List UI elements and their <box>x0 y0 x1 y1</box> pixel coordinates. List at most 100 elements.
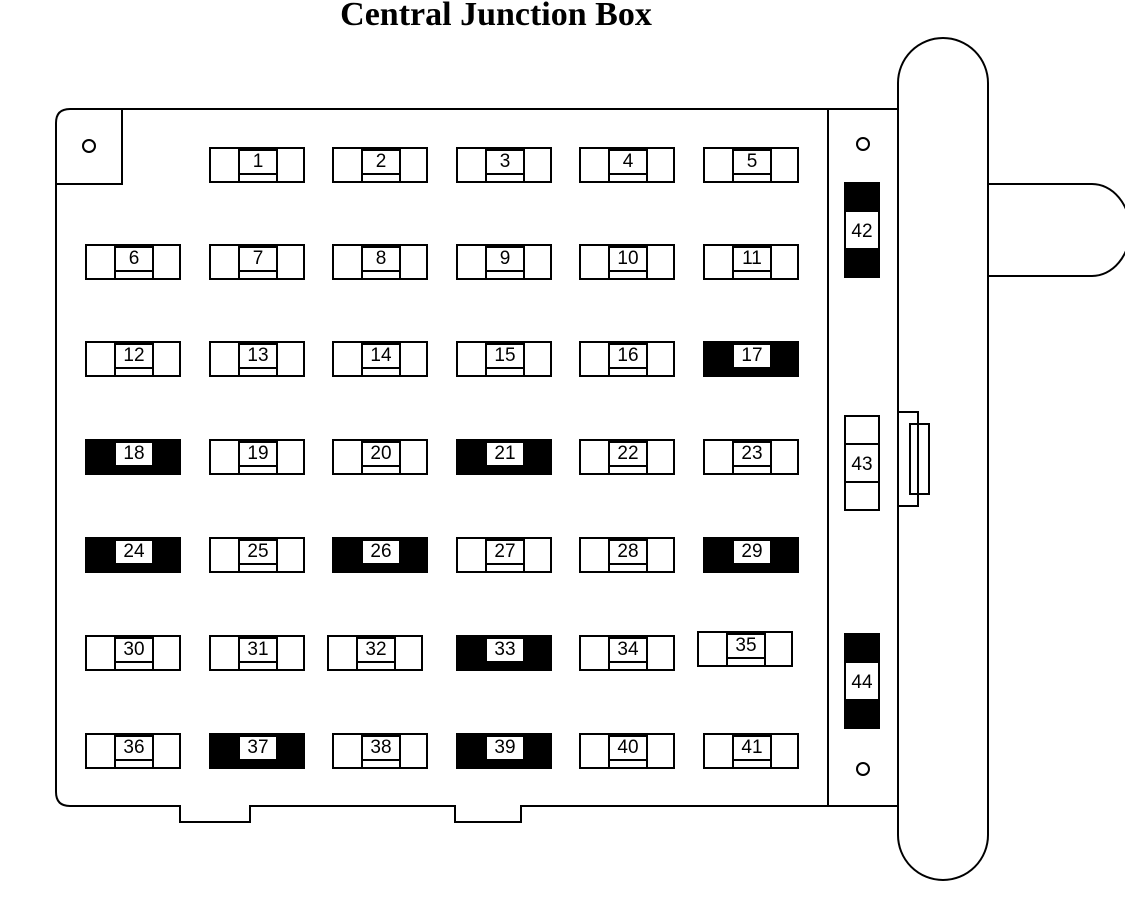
fuse-end-top <box>844 633 880 663</box>
connector-arm <box>988 183 1125 277</box>
fuse-24: 24 <box>85 537 181 573</box>
fuse-3: 3 <box>456 147 552 183</box>
fuse-number: 39 <box>494 737 515 758</box>
connector-clip-outer <box>897 411 919 507</box>
fuse-8: 8 <box>332 244 428 280</box>
fuse-26: 26 <box>332 537 428 573</box>
fuse-label-window <box>238 149 278 175</box>
fuse-14: 14 <box>332 341 428 377</box>
fuse-number: 5 <box>747 151 758 172</box>
fuse-31: 31 <box>209 635 305 671</box>
fuse-number: 27 <box>494 541 515 562</box>
fuse-label-window <box>114 246 154 272</box>
fuse-body <box>209 341 305 377</box>
fuse-35: 35 <box>697 631 793 667</box>
fuse-30: 30 <box>85 635 181 671</box>
fuse-43: 43 <box>844 415 880 511</box>
fuse-23: 23 <box>703 439 799 475</box>
fuse-number: 38 <box>370 737 391 758</box>
fuse-number: 23 <box>741 443 762 464</box>
fuse-label-window <box>485 539 525 565</box>
fuse-label-window <box>238 441 278 467</box>
fuse-label-window <box>608 441 648 467</box>
fuse-29: 29 <box>703 537 799 573</box>
fuse-22: 22 <box>579 439 675 475</box>
fuse-label-window <box>238 539 278 565</box>
fuse-27: 27 <box>456 537 552 573</box>
fuse-label-window <box>485 637 525 663</box>
fuse-label-window <box>485 441 525 467</box>
fuse-number: 4 <box>623 151 634 172</box>
fuse-41: 41 <box>703 733 799 769</box>
fuse-number: 6 <box>129 248 140 269</box>
fuse-label-window <box>608 735 648 761</box>
fuse-number: 16 <box>617 345 638 366</box>
fuse-number: 22 <box>617 443 638 464</box>
fuse-34: 34 <box>579 635 675 671</box>
side-fuse-layer: 42 43 44 <box>844 182 880 729</box>
fuse-number: 35 <box>735 635 756 656</box>
fuse-number: 33 <box>494 639 515 660</box>
fuse-number: 2 <box>376 151 387 172</box>
fuse-39: 39 <box>456 733 552 769</box>
fuse-label-window <box>732 246 772 272</box>
fuse-number: 11 <box>742 248 762 269</box>
fuse-28: 28 <box>579 537 675 573</box>
fuse-number: 15 <box>494 345 515 366</box>
fuse-number: 9 <box>500 248 511 269</box>
fuse-37: 37 <box>209 733 305 769</box>
fuse-label-window <box>732 539 772 565</box>
mounting-hole-top-left <box>82 139 96 153</box>
fuse-number: 32 <box>365 639 386 660</box>
fuse-number: 8 <box>376 248 387 269</box>
fuse-number: 44 <box>851 672 873 693</box>
fuse-label-window <box>361 246 401 272</box>
fuse-label-window <box>485 149 525 175</box>
fuse-33: 33 <box>456 635 552 671</box>
fuse-number: 20 <box>370 443 391 464</box>
fuse-label-window <box>114 735 154 761</box>
fuse-44: 44 <box>844 633 880 729</box>
fuse-2: 2 <box>332 147 428 183</box>
fuse-number: 28 <box>617 541 638 562</box>
fuse-40: 40 <box>579 733 675 769</box>
fuse-11: 11 <box>703 244 799 280</box>
fuse-number: 18 <box>123 443 144 464</box>
fuse-label-window <box>732 441 772 467</box>
fuse-17: 17 <box>703 341 799 377</box>
fuse-number: 19 <box>247 443 268 464</box>
fuse-label-window <box>608 149 648 175</box>
fuse-number: 37 <box>247 737 268 758</box>
fuse-label-window <box>238 343 278 369</box>
connector-clip-inner <box>909 423 930 495</box>
fuse-label-window <box>732 735 772 761</box>
fuse-label-window <box>485 735 525 761</box>
mounting-hole-top-right <box>856 137 870 151</box>
fuse-number: 43 <box>851 454 872 475</box>
fuse-label-window <box>114 539 154 565</box>
fuse-21: 21 <box>456 439 552 475</box>
fuse-42: 42 <box>844 182 880 278</box>
fuse-label-window <box>726 633 766 659</box>
fuse-label-window <box>608 246 648 272</box>
fuse-label-window <box>608 637 648 663</box>
fuse-label-window <box>114 343 154 369</box>
fuse-15: 15 <box>456 341 552 377</box>
fuse-end-top <box>844 182 880 212</box>
fuse-number: 26 <box>370 541 391 562</box>
mounting-hole-bottom-right <box>856 762 870 776</box>
fuse-9: 9 <box>456 244 552 280</box>
fuse-number: 36 <box>123 737 144 758</box>
fuse-label-window <box>361 539 401 565</box>
fuse-25: 25 <box>209 537 305 573</box>
fuse-7: 7 <box>209 244 305 280</box>
fuse-number: 12 <box>123 345 144 366</box>
fuse-end-top <box>844 415 880 445</box>
fuse-4: 4 <box>579 147 675 183</box>
fuse-number: 1 <box>253 151 264 172</box>
fuse-5: 5 <box>703 147 799 183</box>
fuse-body <box>579 537 675 573</box>
fuse-38: 38 <box>332 733 428 769</box>
fuse-label-window <box>732 343 772 369</box>
